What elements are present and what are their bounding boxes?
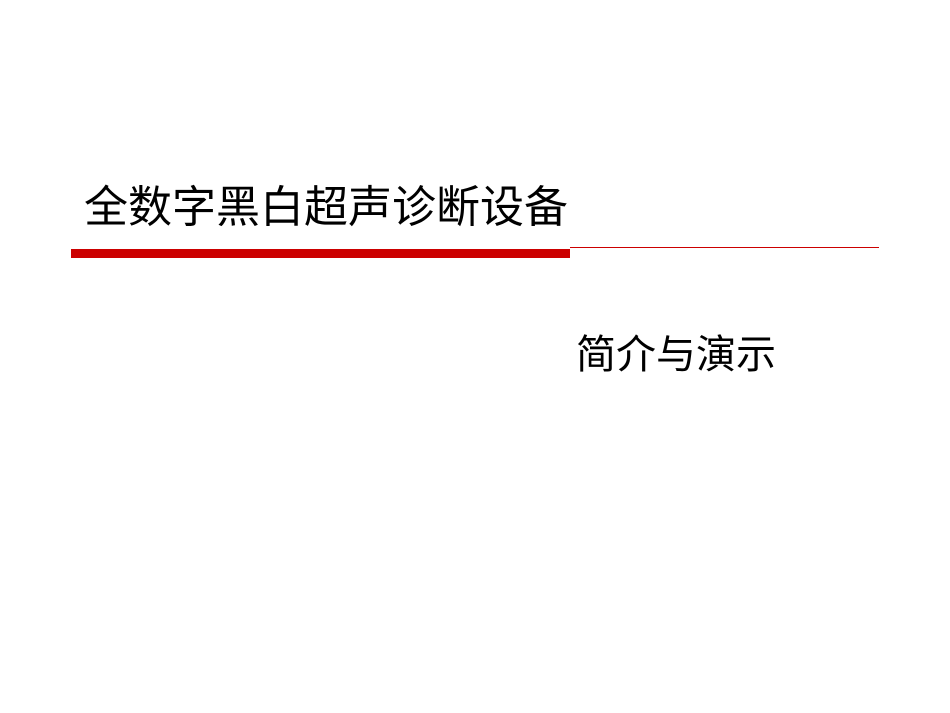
title-underline-thin [570,247,879,248]
slide-subtitle: 简介与演示 [576,332,776,378]
title-underline-thick [71,249,570,258]
slide-title: 全数字黑白超声诊断设备 [84,182,568,233]
